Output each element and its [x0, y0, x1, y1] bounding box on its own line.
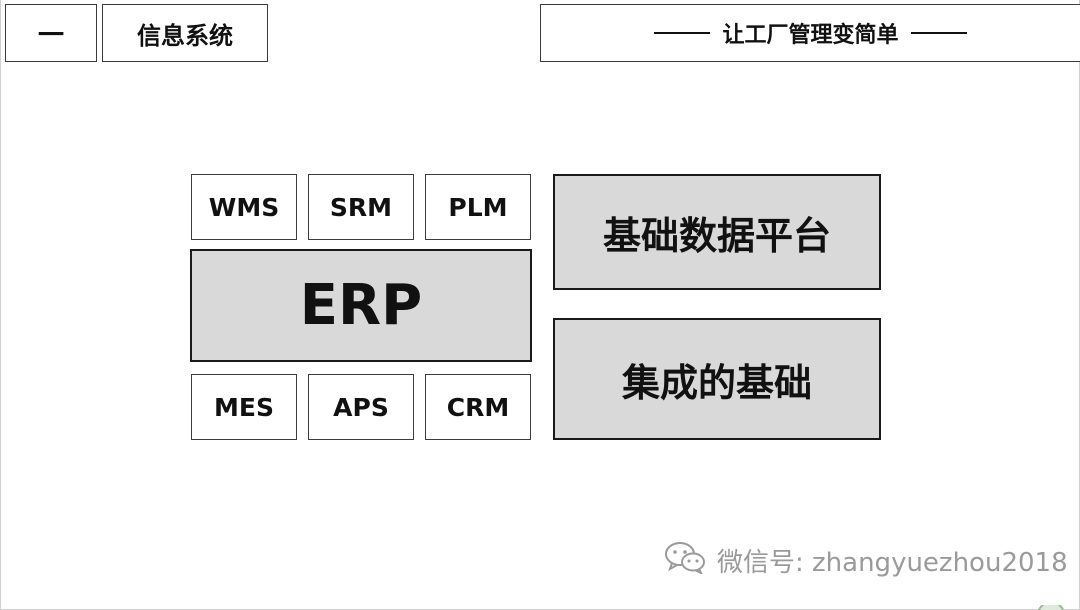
module-srm: SRM [308, 174, 414, 240]
corner-logo-icon [1036, 600, 1066, 610]
section-number: 一 [37, 20, 64, 51]
module-mes: MES [191, 374, 297, 440]
section-title-box: 信息系统 [102, 4, 268, 62]
module-wms: WMS [191, 174, 297, 240]
module-erp: ERP [190, 249, 532, 362]
module-plm: PLM [425, 174, 531, 240]
slogan-right-rule [910, 32, 967, 34]
section-title: 信息系统 [137, 21, 233, 50]
slogan-box: 让工厂管理变简单 [540, 4, 1080, 62]
slogan-left-rule [654, 32, 711, 34]
watermark: 微信号: zhangyuezhou2018 [663, 540, 1068, 580]
section-number-box: 一 [5, 4, 97, 62]
slogan-text: 让工厂管理变简单 [722, 23, 899, 48]
base-data-platform-box: 基础数据平台 [553, 174, 881, 290]
integration-foundation-box: 集成的基础 [553, 318, 881, 440]
wechat-icon [663, 540, 707, 581]
module-aps: APS [308, 374, 414, 440]
module-crm: CRM [425, 374, 531, 440]
watermark-text: 微信号: zhangyuezhou2018 [717, 547, 1068, 578]
